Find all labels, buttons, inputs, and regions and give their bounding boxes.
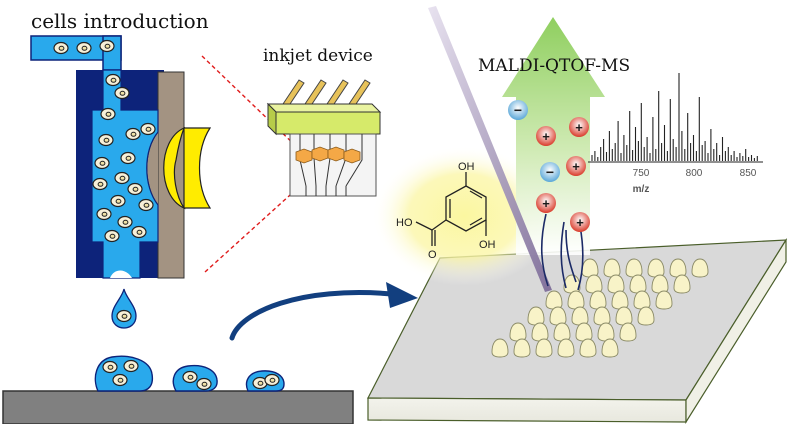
sample-spot xyxy=(535,338,553,358)
molecule-oh-top: OH xyxy=(458,161,475,173)
svg-text:−: − xyxy=(546,164,554,180)
dhb-matrix-molecule xyxy=(415,172,487,246)
sample-spot xyxy=(571,306,589,326)
sample-spot xyxy=(527,306,545,326)
sample-spot xyxy=(669,258,687,278)
matrix-glow xyxy=(372,146,556,286)
inkjet-device-label: inkjet device xyxy=(263,46,373,66)
sample-spot xyxy=(619,322,637,342)
svg-text:−: − xyxy=(514,102,522,118)
positive-ion: + xyxy=(570,212,590,232)
positive-ion: + xyxy=(569,117,589,137)
sample-spot xyxy=(581,258,599,278)
maldi-label: MALDI-QTOF-MS xyxy=(478,56,630,76)
sample-spot xyxy=(647,258,665,278)
ions: − − + + + + + xyxy=(508,100,590,232)
spectrum-tick-750: 750 xyxy=(633,168,650,179)
transfer-arrow xyxy=(229,282,418,341)
positive-ion: + xyxy=(566,156,586,176)
ion-trails xyxy=(540,213,584,291)
spectrum-tick-800: 800 xyxy=(686,168,703,179)
sample-spot xyxy=(603,258,621,278)
sample-spot xyxy=(553,322,571,342)
sample-spot xyxy=(545,290,563,310)
sample-spot xyxy=(601,338,619,358)
nozzle-meniscus xyxy=(110,270,132,278)
ejected-droplet xyxy=(111,288,137,329)
molecule-o: O xyxy=(428,249,437,261)
deposited-droplet-1 xyxy=(94,355,154,392)
sample-spot xyxy=(633,290,651,310)
deposited-droplet-3 xyxy=(245,370,285,392)
sample-spot xyxy=(651,274,669,294)
molecule-oh-bottom: OH xyxy=(479,239,496,251)
sample-spot xyxy=(585,274,603,294)
negative-ion: − xyxy=(508,100,528,120)
svg-text:+: + xyxy=(576,215,584,230)
svg-text:+: + xyxy=(575,120,583,135)
inkjet-device-icon xyxy=(266,79,382,197)
sample-spot xyxy=(629,274,647,294)
mass-spectrum xyxy=(591,73,758,161)
piezo-actuator xyxy=(163,126,212,210)
spectrum-tick-850: 850 xyxy=(740,168,757,179)
sample-spot xyxy=(575,322,593,342)
glass-substrate xyxy=(2,355,354,424)
sample-spot xyxy=(513,338,531,358)
negative-ion: − xyxy=(540,162,560,182)
svg-text:+: + xyxy=(542,129,550,144)
sample-spot xyxy=(593,306,611,326)
svg-text:+: + xyxy=(572,159,580,174)
sample-spot xyxy=(673,274,691,294)
sample-spot xyxy=(557,338,575,358)
deposited-droplet-2 xyxy=(172,364,218,392)
sample-spot xyxy=(509,322,527,342)
sample-spot xyxy=(549,306,567,326)
sample-spot xyxy=(597,322,615,342)
svg-text:+: + xyxy=(542,196,550,211)
sample-spot xyxy=(567,290,585,310)
sample-spot xyxy=(589,290,607,310)
sample-spot xyxy=(531,322,549,342)
molecule-ho: HO xyxy=(396,217,413,229)
sample-spot xyxy=(611,290,629,310)
laser-beam xyxy=(428,6,552,292)
cells-introduction-label: cells introduction xyxy=(31,9,209,33)
sample-spot xyxy=(691,258,709,278)
positive-ion: + xyxy=(536,126,556,146)
cell-dispenser xyxy=(30,35,212,329)
sample-spot xyxy=(491,338,509,358)
sample-spot xyxy=(625,258,643,278)
sample-spot xyxy=(615,306,633,326)
sample-spot xyxy=(655,290,673,310)
sample-spot xyxy=(563,274,581,294)
sample-spot xyxy=(637,306,655,326)
positive-ion: + xyxy=(536,193,556,213)
sample-spot xyxy=(607,274,625,294)
sample-spot xyxy=(579,338,597,358)
spectrum-x-label: m/z xyxy=(633,184,650,195)
